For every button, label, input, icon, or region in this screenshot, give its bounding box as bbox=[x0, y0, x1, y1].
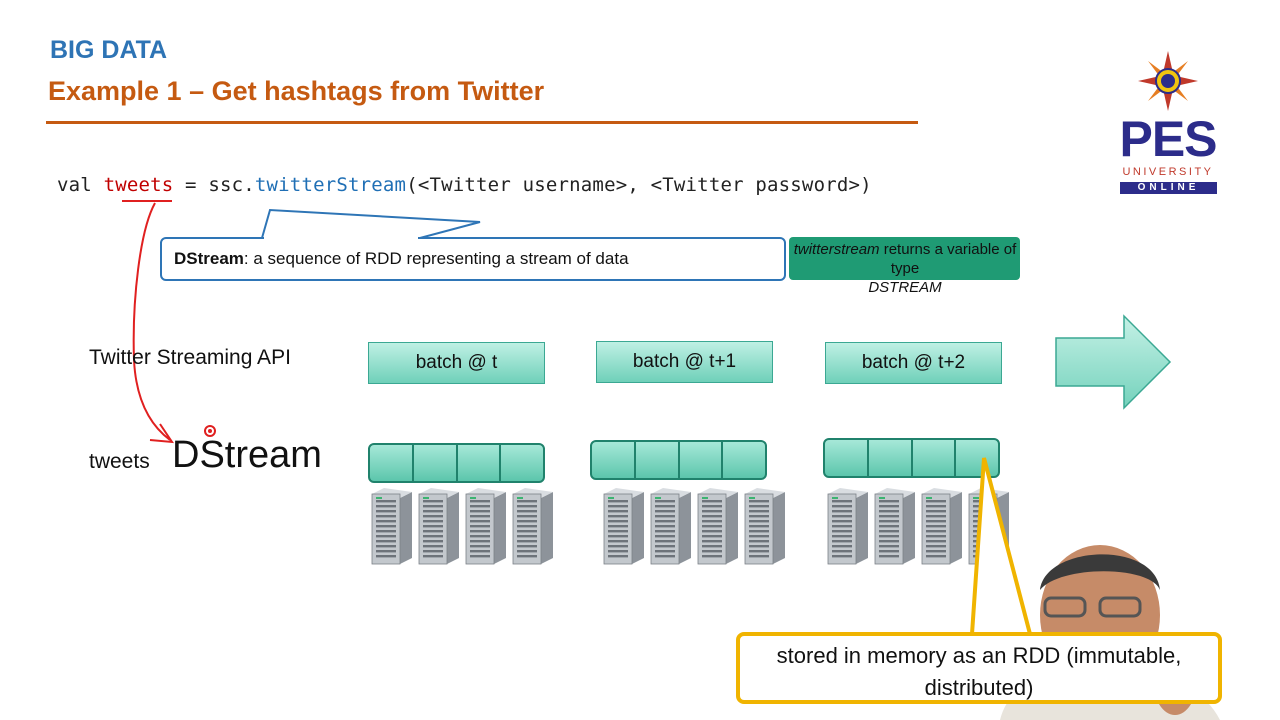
logo-university-text: UNIVERSITY bbox=[1122, 166, 1214, 178]
rdd-partitions bbox=[823, 438, 1000, 478]
code-prefix: val bbox=[57, 174, 104, 196]
server-icon bbox=[744, 488, 785, 565]
logo-online-bar bbox=[1120, 182, 1217, 194]
source-label: Twitter Streaming API bbox=[89, 346, 291, 369]
server-icon bbox=[874, 488, 915, 565]
dstream-callout bbox=[160, 237, 786, 281]
code-method: twitterStream bbox=[254, 174, 407, 196]
server-icon bbox=[697, 488, 738, 565]
stored-note-text: stored in memory as an RDD (immutable, d… bbox=[776, 643, 1182, 700]
title-divider bbox=[46, 121, 918, 124]
server-icon bbox=[650, 488, 691, 565]
code-line: val tweets = ssc.twitterStream(<Twitter … bbox=[57, 174, 872, 196]
stored-note-box bbox=[736, 632, 1222, 704]
server-icon bbox=[418, 488, 459, 565]
callout-text: DStream: a sequence of RDD representing … bbox=[174, 249, 629, 269]
server-icon bbox=[603, 488, 644, 565]
note-text: twitterstream returns a variable of type… bbox=[792, 240, 1018, 297]
logo-pes-text: PES bbox=[1119, 111, 1217, 167]
course-title: BIG DATA bbox=[50, 36, 168, 64]
slide-title: Example 1 – Get hashtags from Twitter bbox=[48, 76, 545, 106]
callout-definition: : a sequence of RDD representing a strea… bbox=[243, 249, 629, 268]
dstream-small-label: tweets bbox=[89, 450, 150, 473]
server-icon bbox=[371, 488, 412, 565]
server-icon bbox=[465, 488, 506, 565]
twitterstream-note bbox=[789, 237, 1020, 280]
dstream-big-label: DStream bbox=[172, 434, 322, 476]
code-variable: tweets bbox=[103, 174, 174, 196]
stream-arrow-icon bbox=[1055, 314, 1172, 410]
compass-emblem-icon bbox=[1138, 51, 1198, 111]
code-args: (<Twitter username>, <Twitter password>) bbox=[406, 174, 872, 196]
batch-box: batch @ t+2 bbox=[825, 342, 1002, 384]
pes-logo: PES UNIVERSITY ONLINE bbox=[1116, 48, 1220, 198]
rdd-partitions bbox=[368, 443, 545, 483]
server-icon bbox=[827, 488, 868, 565]
callout-term: DStream bbox=[174, 249, 244, 268]
note-italic: twitterstream bbox=[793, 241, 880, 258]
server-icon bbox=[512, 488, 553, 565]
logo-online-text: ONLINE bbox=[1137, 182, 1200, 193]
server-icon bbox=[921, 488, 962, 565]
note-type: DSTREAM bbox=[868, 279, 942, 296]
code-mid: = ssc. bbox=[173, 174, 255, 196]
note-body: returns a variable of type bbox=[879, 241, 1017, 277]
batch-box: batch @ t bbox=[368, 342, 545, 384]
rdd-partitions bbox=[590, 440, 767, 480]
batch-box: batch @ t+1 bbox=[596, 341, 773, 383]
